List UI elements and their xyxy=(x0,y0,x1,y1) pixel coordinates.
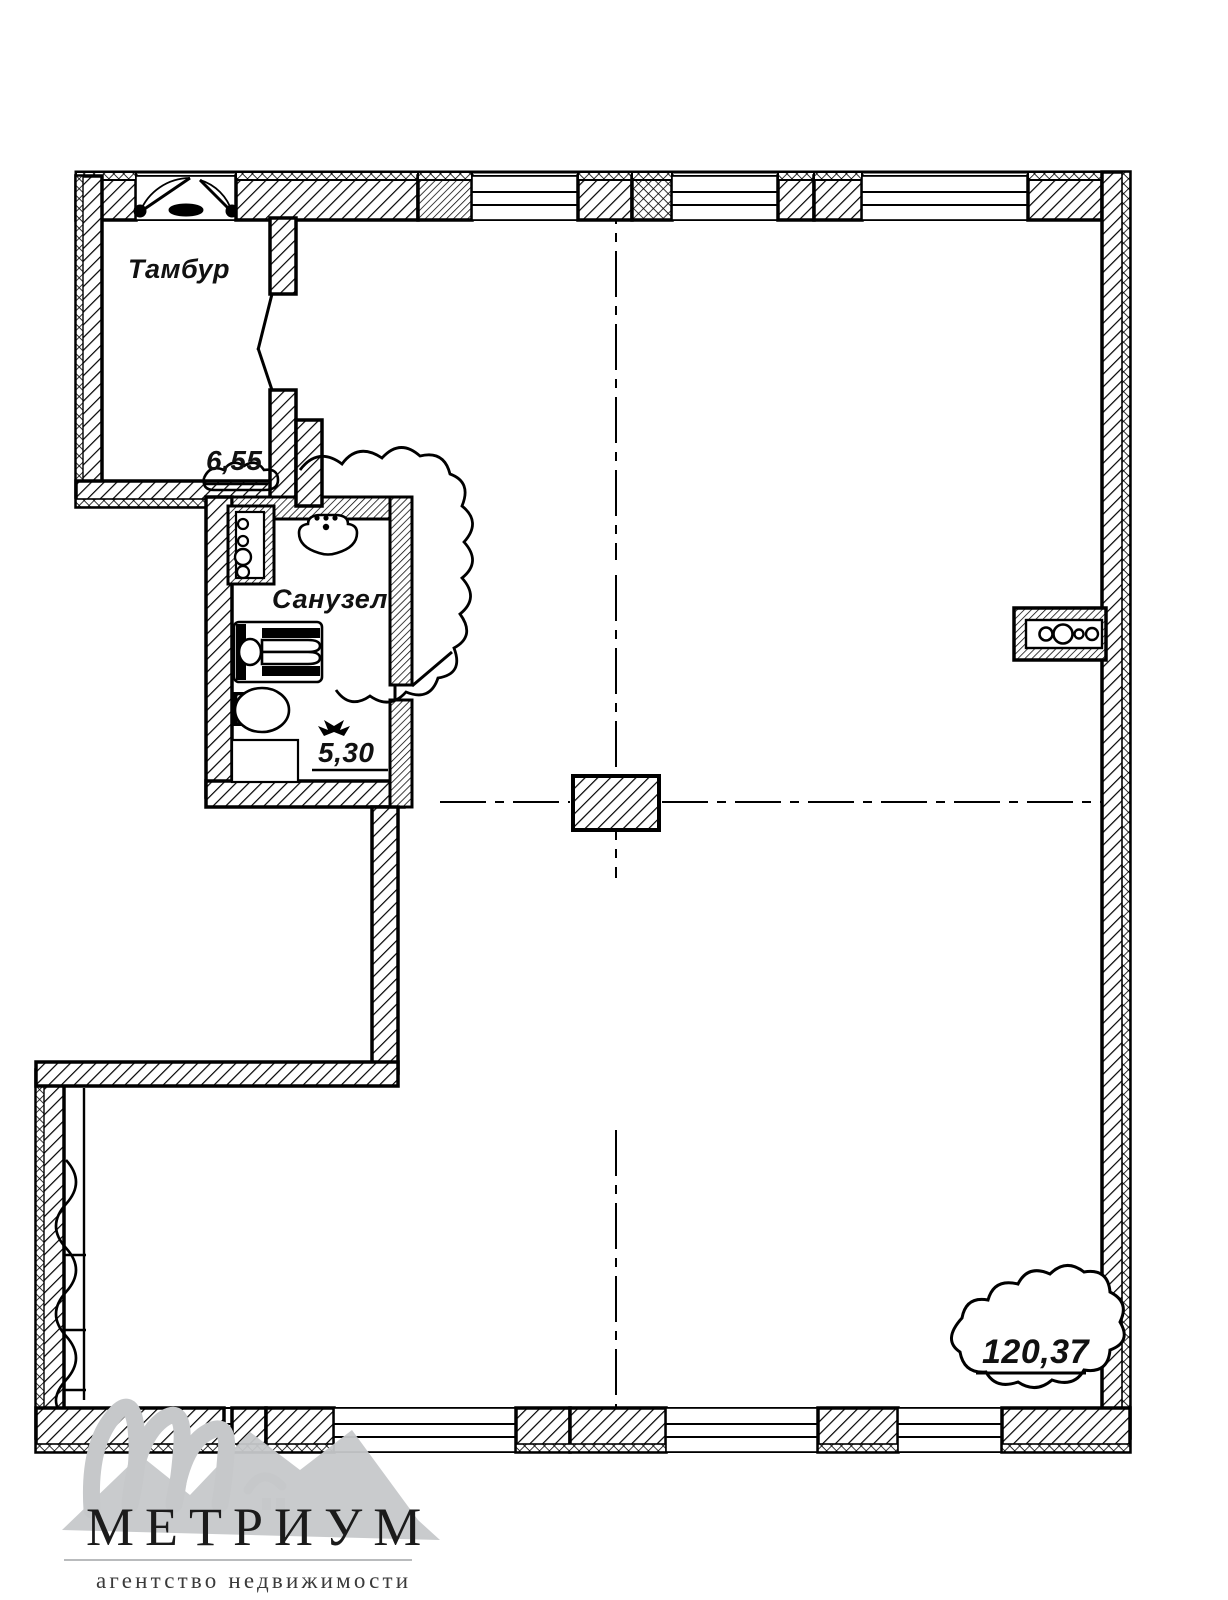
logo-tagline: агентство недвижимости xyxy=(96,1568,411,1593)
pipe-riser-east-wall xyxy=(1012,606,1108,662)
wall-pier xyxy=(230,1406,336,1454)
wall-pier xyxy=(776,171,864,222)
revision-cloud-sanuzel xyxy=(298,446,474,704)
wall-right xyxy=(1012,170,1132,1440)
area-marker-sanuzel xyxy=(318,720,350,736)
total-area-label: 120,37 xyxy=(982,1333,1091,1371)
bathtub xyxy=(232,620,324,684)
wall-pier xyxy=(1026,171,1104,222)
area-badge-tambur xyxy=(202,461,280,492)
wall-pier xyxy=(1000,1406,1132,1454)
entrance-door[interactable] xyxy=(133,175,239,221)
room-label-sanuzel: Санузел xyxy=(272,584,388,614)
room-area-tambur: 6,55 xyxy=(206,445,263,476)
wall-pier xyxy=(514,1406,668,1454)
wall-left-lower xyxy=(34,1068,86,1440)
window-top-1 xyxy=(471,175,579,221)
wall-pier xyxy=(816,1406,900,1454)
logo-brand: МЕТРИУМ xyxy=(86,1497,432,1557)
structural-column xyxy=(571,774,661,832)
wall-pier xyxy=(416,171,474,222)
room-label-tambur: Тамбур xyxy=(128,254,230,284)
window-top-3 xyxy=(861,175,1029,221)
wall-tambur-bottom xyxy=(74,479,300,509)
window-bottom-2 xyxy=(665,1407,819,1453)
sink-basin xyxy=(297,513,359,556)
room-area-sanuzel: 5,30 xyxy=(318,737,375,768)
window-bottom-3 xyxy=(897,1407,1003,1453)
wall-pier xyxy=(234,171,420,222)
logo-watermark: МЕТРИУМ агентство недвижимости xyxy=(62,1398,440,1593)
partition-corridor xyxy=(34,418,400,1088)
pipe-riser-bathroom xyxy=(226,504,276,586)
wall-left-upper xyxy=(74,174,104,499)
wall-top xyxy=(74,171,1131,222)
toilet xyxy=(232,686,291,734)
room-sanuzel-walls xyxy=(204,495,453,809)
wall-pier xyxy=(576,171,674,222)
area-badge-total xyxy=(950,1264,1126,1389)
window-top-2 xyxy=(671,175,779,221)
